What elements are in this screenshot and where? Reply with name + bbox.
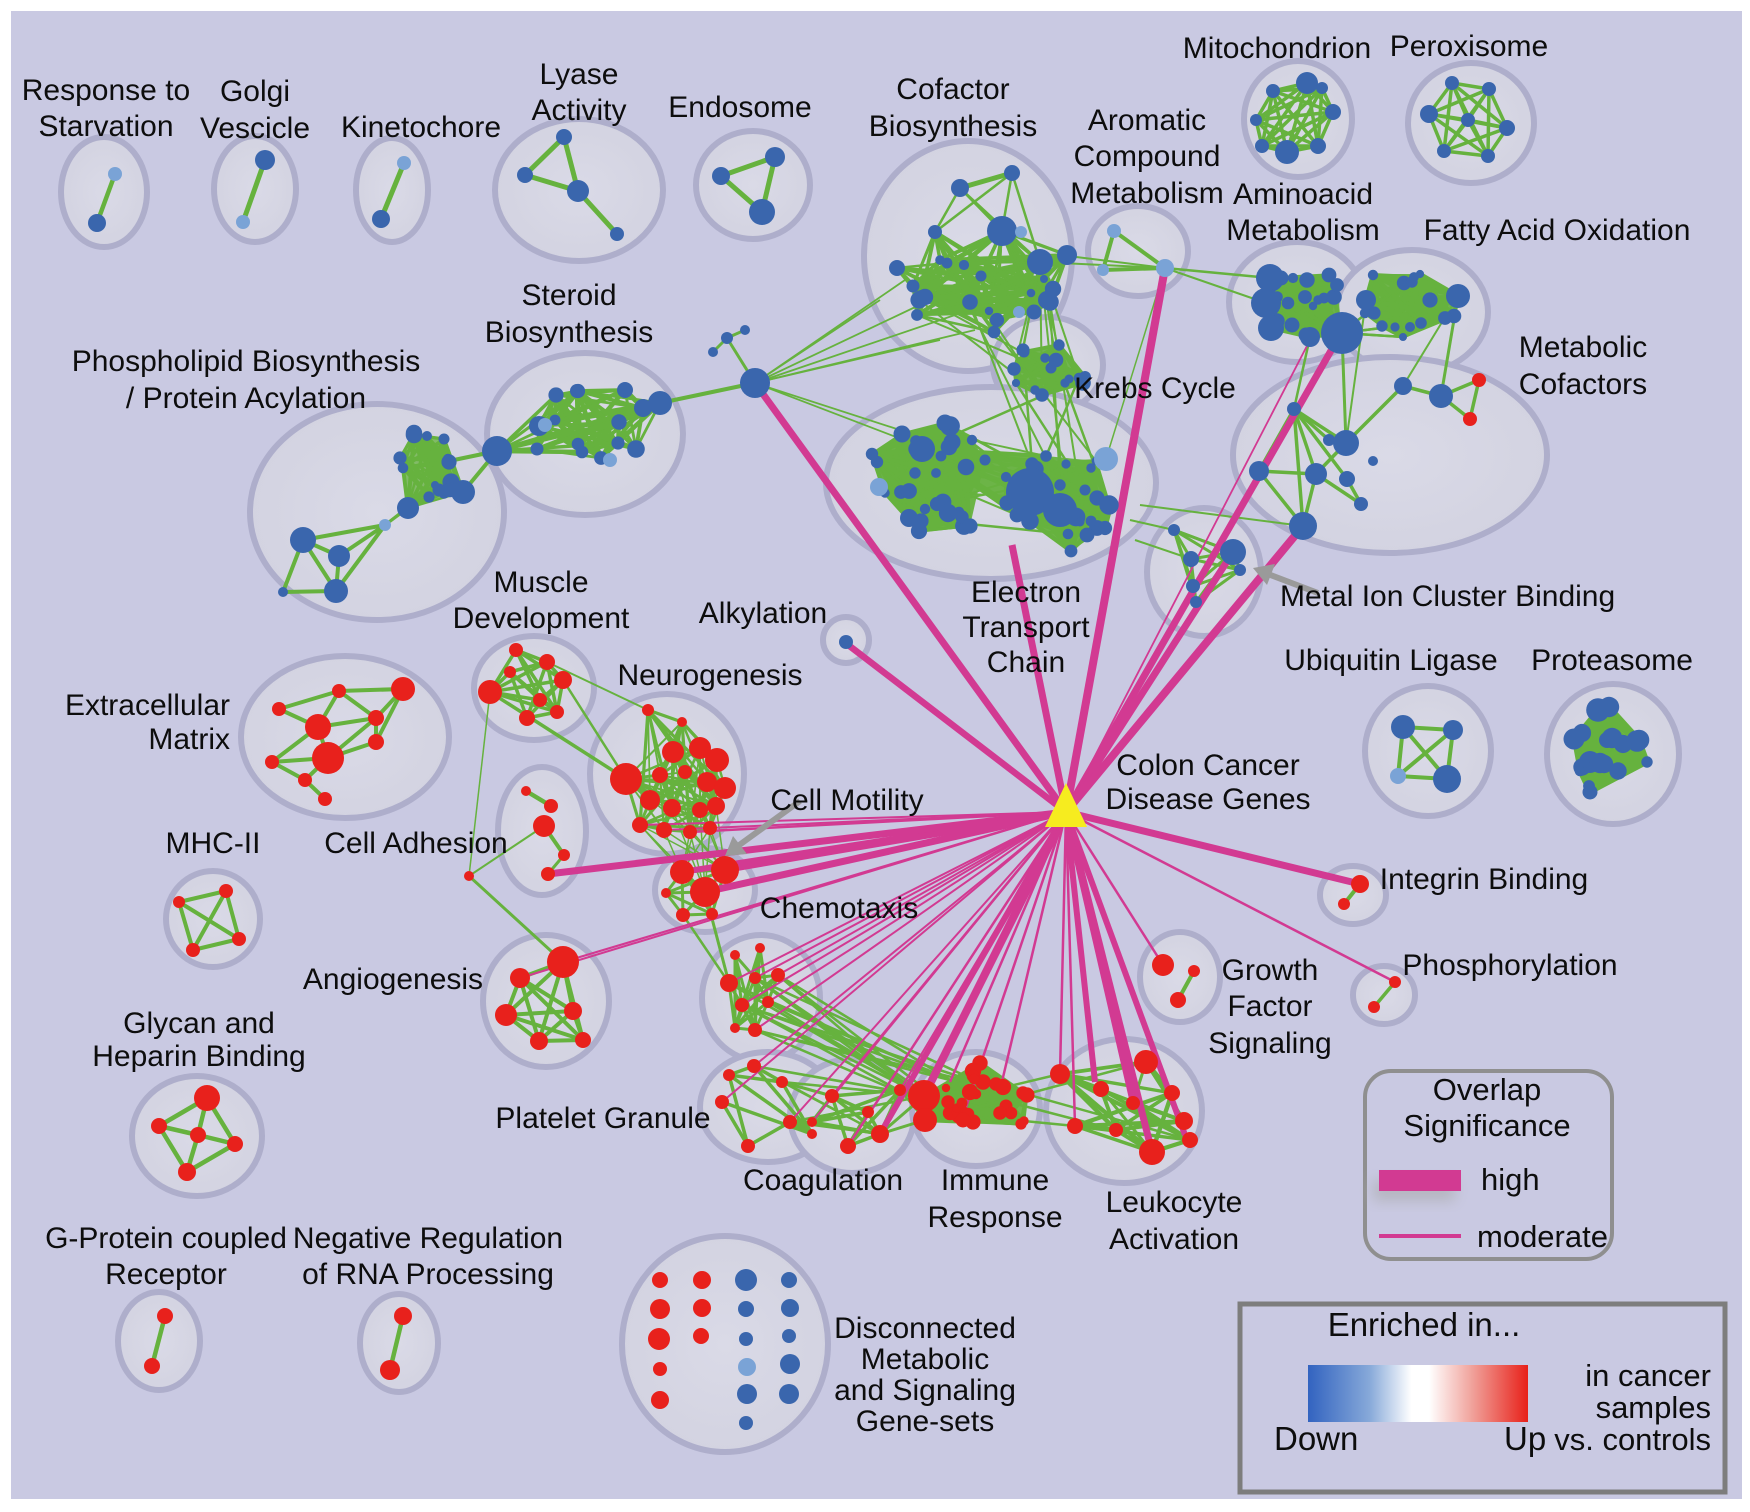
svg-text:moderate: moderate	[1477, 1219, 1608, 1254]
svg-text:Cell Adhesion: Cell Adhesion	[324, 827, 507, 860]
svg-text:Muscle: Muscle	[493, 566, 588, 599]
svg-text:Growth: Growth	[1222, 954, 1319, 987]
svg-text:Starvation: Starvation	[38, 110, 173, 143]
svg-text:Phosphorylation: Phosphorylation	[1402, 949, 1617, 982]
svg-text:and Signaling: and Signaling	[834, 1374, 1016, 1407]
svg-text:Neurogenesis: Neurogenesis	[617, 659, 802, 692]
svg-text:Disconnected: Disconnected	[834, 1312, 1016, 1345]
svg-text:Proteasome: Proteasome	[1531, 644, 1693, 677]
svg-text:Metal Ion Cluster Binding: Metal Ion Cluster Binding	[1280, 580, 1615, 613]
svg-text:Cofactors: Cofactors	[1519, 368, 1647, 401]
svg-text:/ Protein Acylation: / Protein Acylation	[126, 382, 366, 415]
svg-text:Phospholipid Biosynthesis: Phospholipid Biosynthesis	[72, 345, 421, 378]
svg-text:Biosynthesis: Biosynthesis	[485, 316, 653, 349]
svg-text:Coagulation: Coagulation	[743, 1164, 903, 1197]
svg-text:MHC-II: MHC-II	[166, 827, 261, 860]
svg-text:Response: Response	[927, 1201, 1062, 1234]
svg-text:Enriched in...: Enriched in...	[1328, 1306, 1521, 1343]
svg-text:Alkylation: Alkylation	[699, 597, 827, 630]
svg-text:Cofactor: Cofactor	[896, 73, 1009, 106]
svg-text:Electron: Electron	[971, 576, 1081, 609]
svg-text:Matrix: Matrix	[148, 723, 230, 756]
svg-text:Aromatic: Aromatic	[1088, 104, 1206, 137]
svg-text:Angiogenesis: Angiogenesis	[303, 963, 483, 996]
svg-text:Immune: Immune	[941, 1164, 1049, 1197]
svg-text:Significance: Significance	[1403, 1108, 1570, 1143]
svg-text:Activation: Activation	[1109, 1223, 1239, 1256]
svg-text:Leukocyte: Leukocyte	[1106, 1186, 1243, 1219]
svg-text:Factor: Factor	[1227, 990, 1312, 1023]
svg-text:Ubiquitin Ligase: Ubiquitin Ligase	[1284, 644, 1497, 677]
svg-text:Receptor: Receptor	[105, 1258, 227, 1291]
svg-text:Kinetochore: Kinetochore	[341, 111, 501, 144]
svg-text:Metabolic: Metabolic	[1519, 331, 1647, 364]
svg-text:Heparin Binding: Heparin Binding	[92, 1040, 305, 1073]
svg-text:Platelet Granule: Platelet Granule	[495, 1102, 710, 1135]
svg-text:G-Protein coupled: G-Protein coupled	[45, 1222, 287, 1255]
svg-text:Metabolism: Metabolism	[1070, 177, 1223, 210]
svg-text:Gene-sets: Gene-sets	[856, 1405, 994, 1438]
svg-text:Disease Genes: Disease Genes	[1105, 783, 1310, 816]
svg-text:Steroid: Steroid	[521, 279, 616, 312]
svg-text:Krebs Cycle: Krebs Cycle	[1074, 372, 1236, 405]
svg-text:Endosome: Endosome	[668, 91, 811, 124]
svg-text:Negative Regulation: Negative Regulation	[293, 1222, 563, 1255]
svg-text:Activity: Activity	[531, 94, 626, 127]
svg-text:samples: samples	[1596, 1390, 1711, 1425]
svg-text:Chain: Chain	[987, 646, 1065, 679]
svg-text:Aminoacid: Aminoacid	[1233, 178, 1373, 211]
svg-text:Vescicle: Vescicle	[200, 112, 310, 145]
svg-text:Metabolism: Metabolism	[1226, 214, 1379, 247]
svg-text:of RNA Processing: of RNA Processing	[302, 1258, 554, 1291]
svg-text:Extracellular: Extracellular	[65, 689, 230, 722]
svg-text:Metabolic: Metabolic	[861, 1343, 989, 1376]
svg-text:Colon Cancer: Colon Cancer	[1116, 749, 1299, 782]
svg-text:Fatty Acid Oxidation: Fatty Acid Oxidation	[1424, 214, 1691, 247]
svg-text:Signaling: Signaling	[1208, 1027, 1331, 1060]
svg-text:in cancer: in cancer	[1585, 1358, 1711, 1393]
svg-text:Down: Down	[1274, 1420, 1358, 1457]
svg-text:Overlap: Overlap	[1433, 1072, 1542, 1107]
svg-text:vs. controls: vs. controls	[1554, 1422, 1711, 1457]
svg-text:Chemotaxis: Chemotaxis	[760, 892, 918, 925]
svg-text:Golgi: Golgi	[220, 75, 290, 108]
svg-text:Compound: Compound	[1074, 140, 1221, 173]
svg-text:Development: Development	[453, 602, 630, 635]
svg-text:Cell Motility: Cell Motility	[770, 784, 923, 817]
svg-text:Mitochondrion: Mitochondrion	[1183, 32, 1371, 65]
svg-text:Integrin Binding: Integrin Binding	[1380, 863, 1588, 896]
svg-text:Transport: Transport	[962, 611, 1090, 644]
svg-text:Glycan and: Glycan and	[123, 1007, 275, 1040]
svg-text:Up: Up	[1504, 1420, 1546, 1457]
svg-text:Lyase: Lyase	[540, 58, 619, 91]
svg-text:Biosynthesis: Biosynthesis	[869, 110, 1037, 143]
svg-text:Peroxisome: Peroxisome	[1390, 30, 1548, 63]
svg-text:high: high	[1481, 1162, 1540, 1197]
svg-text:Response to: Response to	[22, 74, 190, 107]
